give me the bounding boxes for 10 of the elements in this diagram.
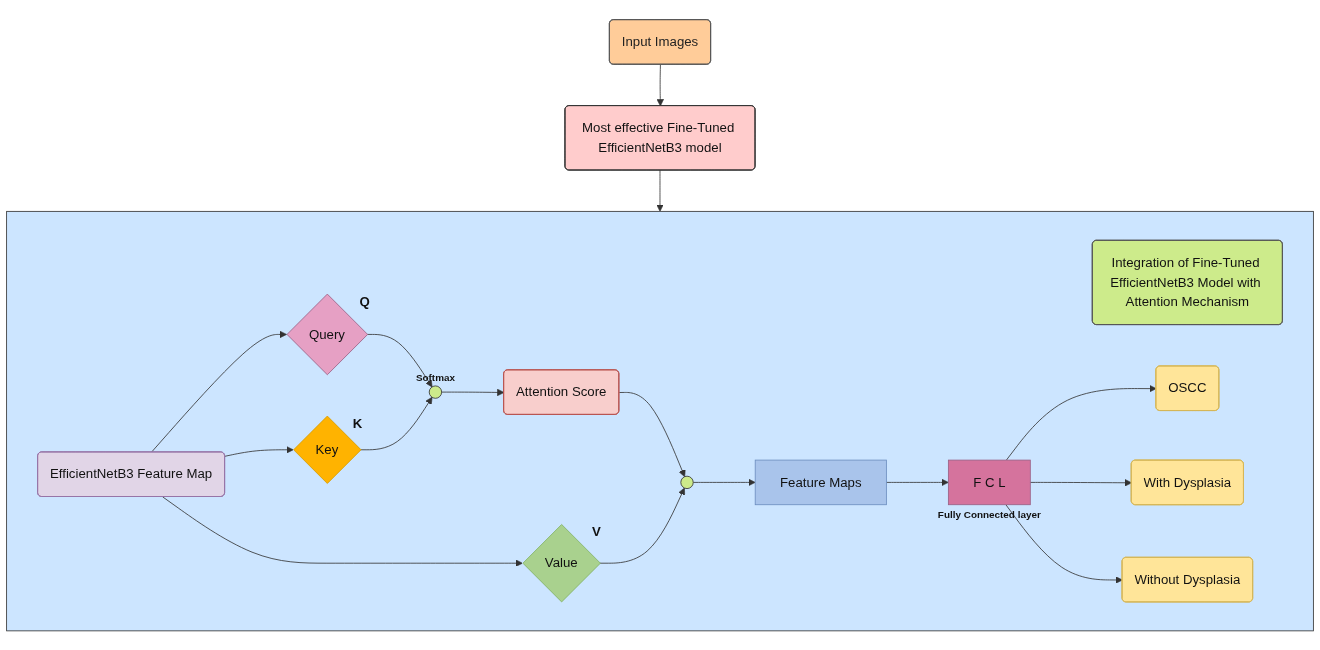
side-label: K <box>352 415 363 431</box>
node-circle <box>680 475 694 489</box>
side-label: Softmax <box>415 371 455 383</box>
node-box: F C L <box>947 459 1031 505</box>
side-label: Fully Connected layer <box>937 508 1041 520</box>
side-label: V <box>592 523 601 539</box>
cluster <box>6 210 1314 632</box>
node-box: Feature Maps <box>754 459 887 505</box>
node-circle <box>428 385 443 399</box>
side-label: Q <box>359 293 370 309</box>
